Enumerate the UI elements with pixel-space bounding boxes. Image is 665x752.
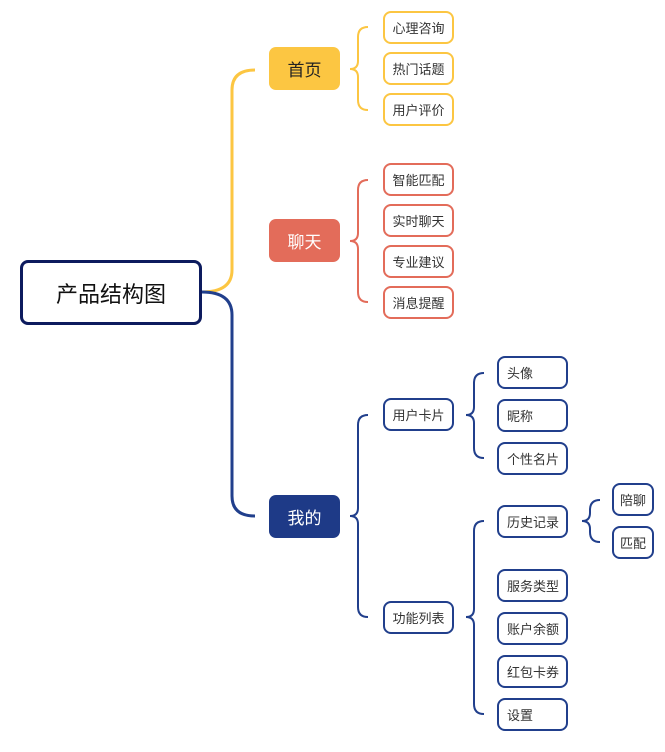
root-node[interactable]: 产品结构图 bbox=[20, 260, 202, 325]
node-history[interactable]: 历史记录 bbox=[497, 505, 568, 538]
node-feature-list[interactable]: 功能列表 bbox=[383, 601, 454, 634]
brace-chat bbox=[349, 179, 369, 303]
node-companion-chat[interactable]: 陪聊 bbox=[612, 483, 654, 516]
node-match[interactable]: 匹配 bbox=[612, 526, 654, 559]
brace-history bbox=[581, 499, 601, 543]
connector-mine bbox=[201, 290, 256, 518]
branch-home[interactable]: 首页 bbox=[269, 47, 340, 90]
node-expert-advice[interactable]: 专业建议 bbox=[383, 245, 454, 278]
branch-chat[interactable]: 聊天 bbox=[269, 219, 340, 262]
node-user-reviews[interactable]: 用户评价 bbox=[383, 93, 454, 126]
node-balance[interactable]: 账户余额 bbox=[497, 612, 568, 645]
node-live-chat[interactable]: 实时聊天 bbox=[383, 204, 454, 237]
node-nickname[interactable]: 昵称 bbox=[497, 399, 568, 432]
brace-home bbox=[349, 26, 369, 111]
node-message-alerts[interactable]: 消息提醒 bbox=[383, 286, 454, 319]
node-coupons[interactable]: 红包卡券 bbox=[497, 655, 568, 688]
node-settings[interactable]: 设置 bbox=[497, 698, 568, 731]
node-hot-topics[interactable]: 热门话题 bbox=[383, 52, 454, 85]
connector-home bbox=[201, 68, 256, 294]
branch-mine[interactable]: 我的 bbox=[269, 495, 340, 538]
node-user-card[interactable]: 用户卡片 bbox=[383, 398, 454, 431]
brace-mine bbox=[349, 414, 369, 618]
brace-user-card bbox=[465, 372, 485, 459]
node-avatar[interactable]: 头像 bbox=[497, 356, 568, 389]
node-service-type[interactable]: 服务类型 bbox=[497, 569, 568, 602]
brace-features bbox=[465, 520, 485, 715]
node-profile-card[interactable]: 个性名片 bbox=[497, 442, 568, 475]
node-psych-consult[interactable]: 心理咨询 bbox=[383, 11, 454, 44]
node-smart-match[interactable]: 智能匹配 bbox=[383, 163, 454, 196]
